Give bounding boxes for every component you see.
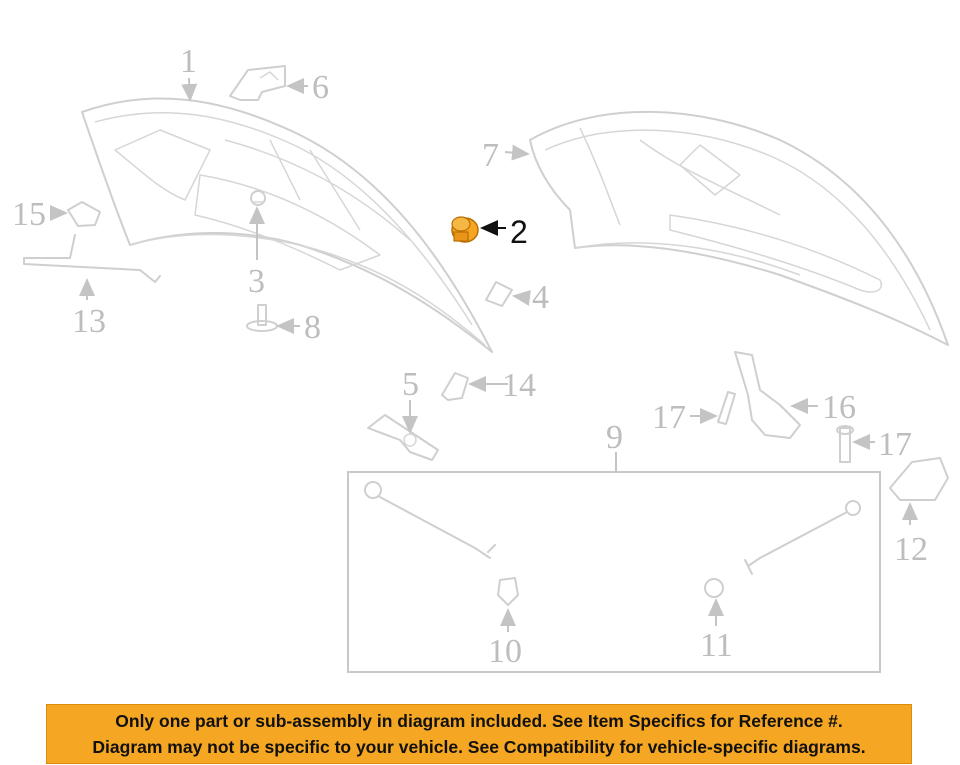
hood-panel-left — [81, 97, 493, 353]
callout-1: 1 — [180, 43, 197, 80]
part-5-latch-plate — [367, 414, 439, 461]
part-8-pin — [246, 304, 278, 332]
part-17-bolt-right — [836, 425, 854, 463]
callout-8: 8 — [304, 309, 321, 346]
callout-17-left: 17 — [652, 399, 686, 436]
part-4-pad — [485, 281, 513, 307]
callout-13: 13 — [72, 303, 106, 340]
part-14-clip — [441, 372, 469, 401]
callout-5: 5 — [402, 366, 419, 403]
part-15-clip — [67, 201, 101, 227]
parts-diagram: 1 2 3 4 5 6 7 8 9 10 11 12 13 14 15 16 1… — [12, 43, 949, 673]
callout-14: 14 — [502, 367, 536, 404]
callout-16: 16 — [822, 389, 856, 426]
callout-15: 15 — [12, 196, 46, 233]
part-2-highlighted — [451, 216, 479, 243]
part-6-bracket — [229, 65, 286, 101]
callout-7: 7 — [482, 137, 499, 174]
callout-12: 12 — [894, 531, 928, 568]
part-17-bolt-left — [717, 391, 736, 425]
part-12-bracket — [889, 457, 949, 501]
hood-panel-right — [529, 110, 949, 346]
part-13-prop-rod — [23, 234, 161, 283]
part-3-grommet — [250, 190, 266, 206]
callout-9: 9 — [606, 419, 623, 456]
part-9-group-box — [347, 471, 881, 673]
callout-6: 6 — [312, 69, 329, 106]
callout-10: 10 — [488, 633, 522, 670]
notice-line-1: Only one part or sub-assembly in diagram… — [115, 711, 843, 731]
callout-17-right: 17 — [878, 426, 912, 463]
callout-2: 2 — [510, 214, 528, 250]
callout-3: 3 — [248, 263, 265, 300]
part-16-hinge — [734, 351, 801, 439]
notice-banner: Only one part or sub-assembly in diagram… — [46, 704, 912, 764]
leader-lines — [50, 77, 918, 632]
notice-line-2: Diagram may not be specific to your vehi… — [92, 737, 866, 757]
callout-11: 11 — [700, 627, 733, 664]
callout-4: 4 — [532, 279, 549, 316]
